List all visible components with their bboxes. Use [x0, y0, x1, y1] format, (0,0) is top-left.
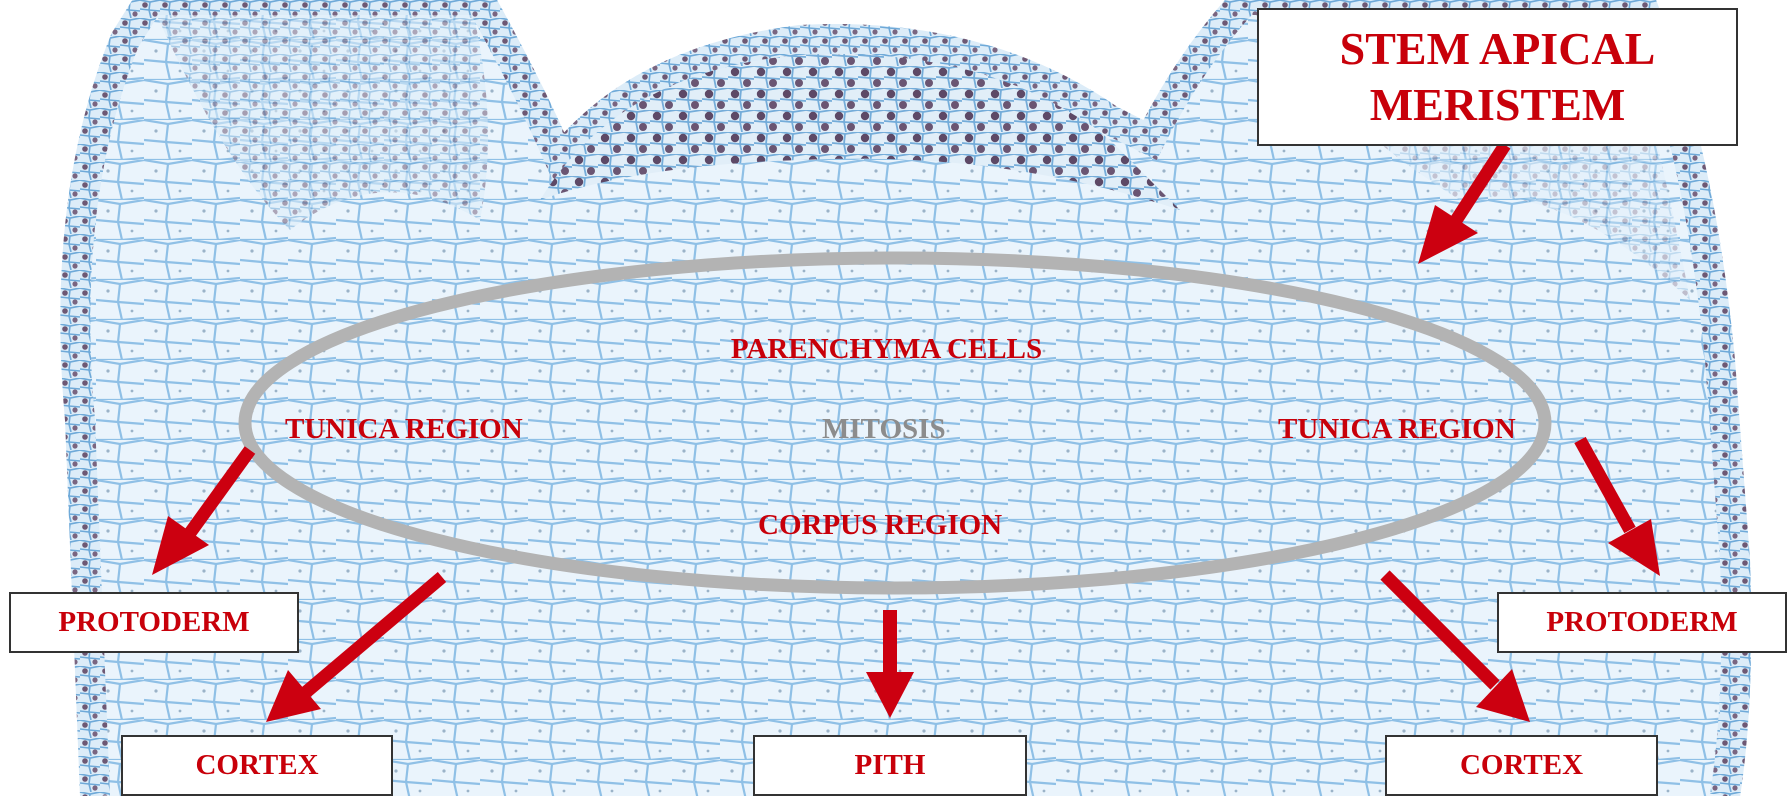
parenchyma-cells-label: PARENCHYMA CELLS: [0, 333, 1781, 366]
corpus-region-label: CORPUS REGION: [758, 509, 1002, 542]
cortex-right-box: CORTEX: [1385, 735, 1658, 796]
tunica-region-right-label: TUNICA REGION: [1278, 413, 1516, 446]
title-line-1: STEM APICAL: [1340, 21, 1656, 77]
protoderm-left-box: PROTODERM: [9, 592, 299, 653]
title-box: STEM APICAL MERISTEM: [1257, 8, 1738, 146]
mitosis-label: MITOSIS: [822, 413, 946, 446]
tunica-region-left-label: TUNICA REGION: [285, 413, 523, 446]
pith-box: PITH: [753, 735, 1027, 796]
cortex-left-box: CORTEX: [121, 735, 393, 796]
protoderm-right-box: PROTODERM: [1497, 592, 1787, 653]
title-line-2: MERISTEM: [1370, 77, 1626, 133]
